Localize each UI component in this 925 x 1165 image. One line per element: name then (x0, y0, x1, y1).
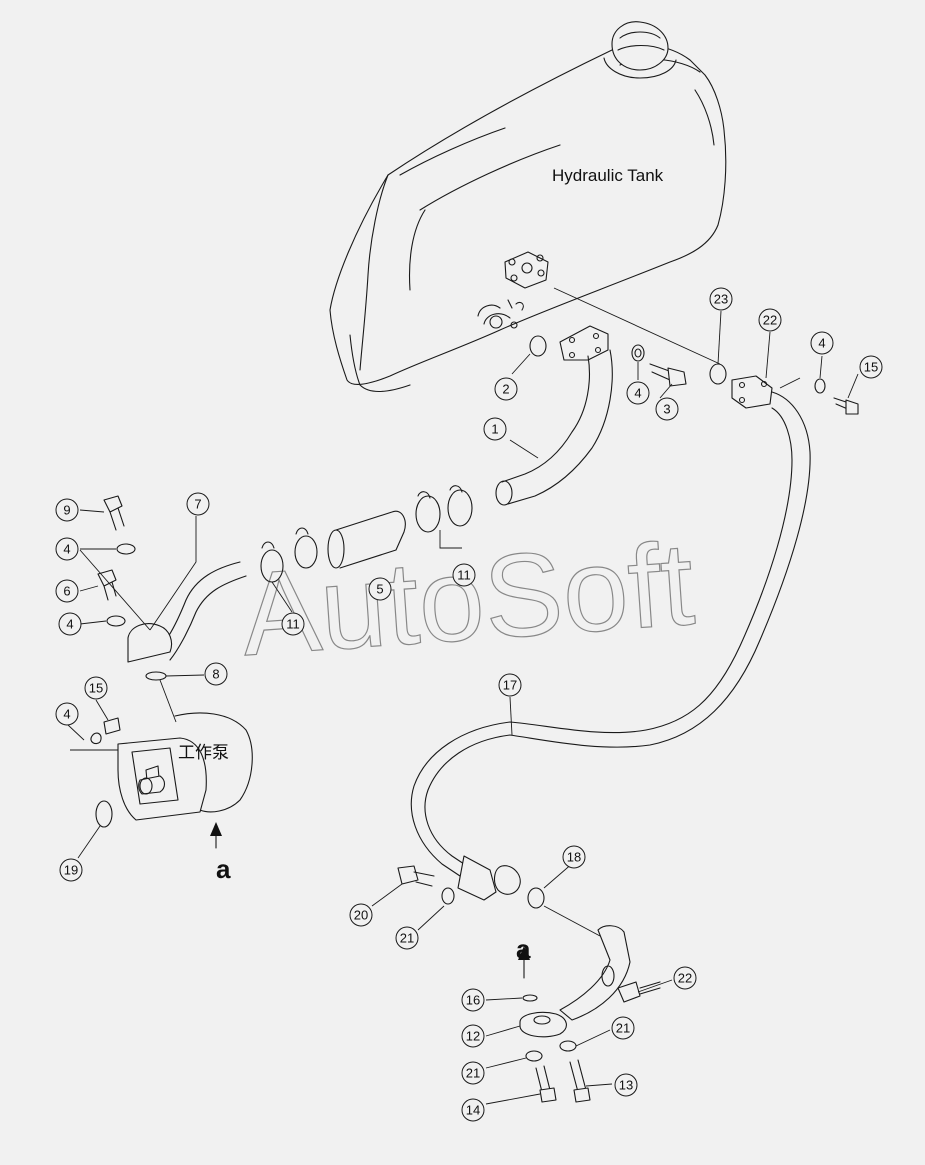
pump-label: 工作泵 (178, 743, 229, 762)
svg-text:7: 7 (194, 497, 201, 512)
callout-15-pump: 15 (84, 676, 108, 700)
callout-4: 4 (626, 381, 650, 405)
callout-21-left: 21 (395, 926, 419, 950)
callout-19: 19 (59, 858, 83, 882)
svg-text:21: 21 (466, 1066, 480, 1081)
callout-22-upper: 22 (758, 308, 782, 332)
callout-2: 2 (494, 377, 518, 401)
return-pipe (410, 287, 859, 901)
svg-text:2: 2 (502, 382, 509, 397)
svg-text:1: 1 (491, 422, 498, 437)
svg-text:16: 16 (466, 993, 480, 1008)
svg-text:11: 11 (457, 568, 471, 583)
callout-11-right: 11 (452, 563, 476, 587)
callout-13: 13 (614, 1073, 638, 1097)
callout-15-upper: 15 (859, 355, 883, 379)
callout-17: 17 (498, 673, 522, 697)
svg-text:8: 8 (212, 667, 219, 682)
svg-text:4: 4 (66, 617, 73, 632)
svg-text:4: 4 (63, 707, 70, 722)
svg-text:4: 4 (818, 336, 825, 351)
svg-text:18: 18 (567, 850, 581, 865)
callout-5: 5 (368, 577, 392, 601)
lower-fittings: a (397, 865, 661, 1103)
callout-9: 9 (55, 498, 79, 522)
svg-text:13: 13 (619, 1078, 633, 1093)
callout-22-lower: 22 (673, 966, 697, 990)
watermark: AutoSoft (237, 518, 698, 681)
callout-21-right: 21 (611, 1016, 635, 1040)
svg-text:4: 4 (63, 542, 70, 557)
callout-6: 6 (55, 579, 79, 603)
callout-21-lower-left: 21 (461, 1061, 485, 1085)
svg-text:5: 5 (376, 582, 383, 597)
svg-text:12: 12 (466, 1029, 480, 1044)
callout-23: 23 (709, 287, 733, 311)
callout-16: 16 (461, 988, 485, 1012)
hose-assembly (97, 485, 473, 663)
svg-text:15: 15 (864, 360, 878, 375)
view-marker-a-lower: a (516, 934, 531, 964)
svg-text:22: 22 (678, 971, 692, 986)
svg-text:21: 21 (400, 931, 414, 946)
callout-12: 12 (461, 1024, 485, 1048)
callout-11-left: 11 (281, 612, 305, 636)
svg-text:22: 22 (763, 313, 777, 328)
tank-label: Hydraulic Tank (552, 166, 664, 185)
svg-text:6: 6 (63, 584, 70, 599)
svg-text:17: 17 (503, 678, 517, 693)
callout-bubbles: 1 2 3 4 23 22 4 15 9 7 4 6 4 11 5 11 8 1… (55, 287, 883, 1122)
callout-18: 18 (562, 845, 586, 869)
callout-4-left-a: 4 (55, 537, 79, 561)
callout-14: 14 (461, 1098, 485, 1122)
svg-text:11: 11 (286, 617, 300, 632)
svg-text:19: 19 (64, 863, 78, 878)
svg-text:15: 15 (89, 681, 103, 696)
suction-pipe (495, 325, 687, 506)
callout-20: 20 (349, 903, 373, 927)
svg-text:9: 9 (63, 503, 70, 518)
callout-4-left-b: 4 (58, 612, 82, 636)
hydraulic-tank: Hydraulic Tank (329, 21, 727, 392)
callout-3: 3 (655, 397, 679, 421)
callout-8: 8 (204, 662, 228, 686)
view-marker-a-upper: a (216, 854, 231, 884)
svg-text:23: 23 (714, 292, 728, 307)
leader-lines (67, 310, 859, 1105)
callout-4-pump: 4 (55, 702, 79, 726)
svg-text:21: 21 (616, 1021, 630, 1036)
work-pump: 工作泵 a (70, 671, 253, 884)
svg-text:20: 20 (354, 908, 368, 923)
callout-1: 1 (483, 417, 507, 441)
svg-text:14: 14 (466, 1103, 480, 1118)
callout-4-upper-right: 4 (810, 331, 834, 355)
svg-text:3: 3 (663, 402, 670, 417)
callout-7: 7 (186, 492, 210, 516)
svg-text:4: 4 (634, 386, 641, 401)
